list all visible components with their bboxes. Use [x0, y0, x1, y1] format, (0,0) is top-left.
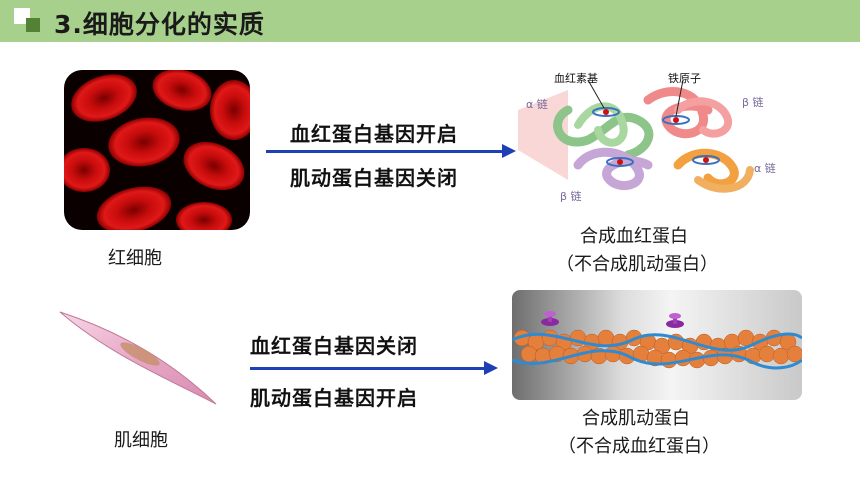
heme-group-label: 血红素基 [554, 72, 598, 85]
hemoglobin-structure-image: 血红素基 铁原子 α 链 β 链 α 链 β 链 [518, 70, 796, 206]
red-blood-cell-label: 红细胞 [108, 248, 162, 269]
beta-chain-label-1: β 链 [742, 96, 764, 109]
muscle-result-line1: 合成肌动蛋白 [582, 408, 690, 429]
iron-atom-label: 铁原子 [668, 72, 701, 85]
alpha-chain-label-2: α 链 [754, 162, 776, 175]
muscle-gene-on-text: 肌动蛋白基因开启 [250, 386, 418, 410]
header-bar: 3.细胞分化的实质 [0, 0, 860, 42]
rbc-gene-on-text: 血红蛋白基因开启 [290, 122, 458, 146]
alpha-chain-label-1: α 链 [526, 98, 548, 111]
muscle-cell-label: 肌细胞 [114, 430, 168, 451]
muscle-gene-off-text: 血红蛋白基因关闭 [250, 334, 418, 358]
logo-square-green [26, 18, 40, 32]
actin-filament-image [512, 290, 802, 400]
beta-chain-label-2: β 链 [560, 190, 582, 203]
rbc-result-line1: 合成血红蛋白 [580, 226, 688, 247]
muscle-result-line2: （不合成血红蛋白） [558, 436, 720, 457]
page-title: 3.细胞分化的实质 [54, 10, 265, 39]
muscle-arrow [250, 361, 498, 375]
muscle-cell-image [40, 300, 244, 412]
red-blood-cell-image [64, 70, 250, 230]
rbc-arrow [266, 144, 516, 158]
header-logo-icon [14, 6, 44, 36]
rbc-result-line2: （不合成肌动蛋白） [556, 254, 718, 275]
rbc-gene-off-text: 肌动蛋白基因关闭 [290, 166, 458, 190]
